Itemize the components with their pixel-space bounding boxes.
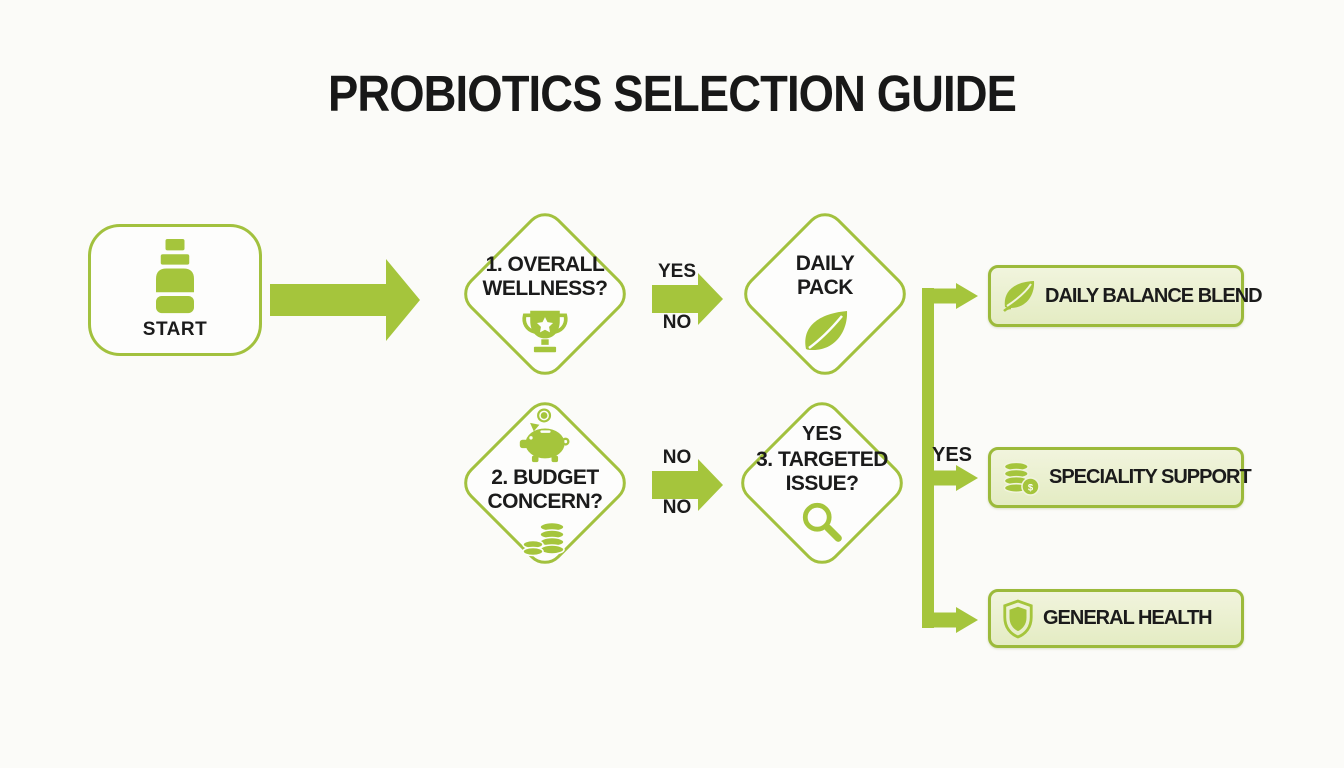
decision3-content: YES 3. TARGETED ISSUE? — [734, 395, 910, 571]
decision3-line2: ISSUE? — [785, 471, 859, 495]
decision1-line1: 1. OVERALL — [485, 252, 605, 276]
decision2-line2: CONCERN? — [487, 490, 604, 513]
pill-bottle-icon — [156, 239, 194, 314]
edge2-label-bottom: NO — [662, 497, 692, 518]
coins-dollar-icon: $ — [1003, 461, 1040, 496]
edge1-label-bottom: NO — [662, 312, 692, 333]
piggy-bank-icon — [519, 408, 570, 463]
trophy-icon — [522, 310, 568, 352]
result-daily-balance-blend: DAILY BALANCE BLEND — [988, 265, 1263, 327]
decision3-yes-label: YES — [801, 422, 843, 445]
decision1-to-dailypack-arrow — [652, 273, 723, 325]
decision3-line1: 3. TARGETED — [756, 447, 888, 471]
result-label: GENERAL HEALTH — [1043, 607, 1213, 629]
decision-overall-wellness: 1. OVERALL WELLNESS? — [455, 204, 635, 384]
shield-icon — [1003, 599, 1033, 638]
decision2-content: 2. BUDGET CONCERN? — [457, 395, 633, 571]
decision2-line1: 2. BUDGET — [491, 466, 599, 489]
result-general-health: GENERAL HEALTH — [988, 589, 1244, 648]
result-speciality-support: $ SPECIALITY SUPPORT — [988, 447, 1252, 508]
edge1-label-top: YES — [657, 261, 697, 282]
outcome-daily-pack: DAILY PACK — [735, 204, 915, 384]
result-label: DAILY BALANCE BLEND — [1045, 284, 1263, 307]
edge2-label-top: NO — [662, 447, 692, 468]
start-node: START — [88, 224, 262, 356]
daily-pack-line2: PACK — [797, 276, 853, 299]
decision2-to-decision3-arrow — [652, 459, 723, 511]
decision-budget-concern: 2. BUDGET CONCERN? — [455, 393, 635, 573]
start-label: START — [142, 319, 208, 340]
daily-pack-content: DAILY PACK — [737, 206, 913, 382]
page-title: PROBIOTICS SELECTION GUIDE — [327, 65, 1017, 122]
leaf-icon — [805, 311, 848, 350]
svg-text:$: $ — [1028, 482, 1034, 493]
coins-icon — [522, 521, 565, 557]
decision1-content: 1. OVERALL WELLNESS? — [457, 206, 633, 382]
decision-targeted-issue: YES 3. TARGETED ISSUE? — [732, 393, 912, 573]
branch-connector — [922, 283, 978, 633]
start-to-decision1-arrow — [270, 259, 420, 341]
result-label: SPECIALITY SUPPORT — [1049, 466, 1252, 488]
leaf-icon — [1003, 281, 1035, 312]
daily-pack-line1: DAILY — [795, 252, 855, 275]
magnifying-glass-icon — [802, 502, 842, 542]
decision1-line2: WELLNESS? — [482, 276, 609, 300]
branch-yes-label: YES — [931, 444, 973, 466]
